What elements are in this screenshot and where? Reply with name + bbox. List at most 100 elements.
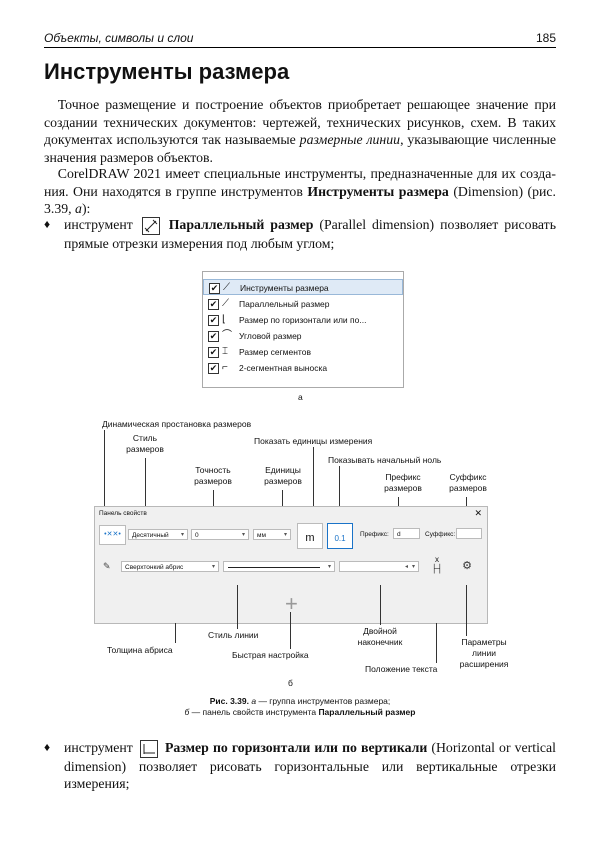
para2-bold: Инструменты размера xyxy=(307,183,449,199)
units-select[interactable]: мм ▾ xyxy=(253,529,291,540)
flyout-item-dimension-tools[interactable]: ✔ ⟋ Инструменты размера xyxy=(203,279,403,295)
flyout-item-horizontal[interactable]: ✔ ⌊ Размер по горизонтали или по... xyxy=(203,312,403,328)
caption-letter-b: б xyxy=(184,707,190,717)
paragraph-coreldraw: CorelDRAW 2021 имеет специальные инструм… xyxy=(44,165,556,218)
leader-line xyxy=(282,490,283,520)
figure-caption-line1: Рис. 3.39. а — группа инструментов разме… xyxy=(0,696,600,707)
double-arrow-select[interactable]: ◂▾ xyxy=(339,561,419,572)
leader-line xyxy=(313,447,314,520)
bullet1-pre: инструмент xyxy=(64,217,133,232)
label-suffix: Суффикс размеров xyxy=(449,472,487,493)
chevron-down-icon: ▾ xyxy=(411,564,415,570)
flyout-item-label: Размер сегментов xyxy=(239,347,311,357)
bullet2-pre: инструмент xyxy=(64,740,133,755)
flyout-item-label: Параллельный размер xyxy=(239,299,330,309)
flyout-item-label: 2-сегментная выноска xyxy=(239,363,328,373)
label-outline-width: Толщина абриса xyxy=(107,645,173,655)
checkbox-icon[interactable]: ✔ xyxy=(208,347,219,358)
para1-emphasis: размерные линии xyxy=(299,132,401,147)
property-bar: Панель свойств ✕ •✕✕• Десятичный▾ 0▾ мм▾… xyxy=(94,506,488,624)
page-number: 185 xyxy=(535,31,556,45)
precision-select[interactable]: 0▾ xyxy=(191,529,249,540)
line-style-select[interactable]: ▾ xyxy=(223,561,335,572)
label-dynamic: Динамическая простановка размеров xyxy=(102,419,252,429)
paragraph-intro: Точное размещение и построение объектов … xyxy=(44,96,556,166)
segment-dim-icon: ⌶ xyxy=(222,346,228,357)
chevron-down-icon: ▾ xyxy=(211,564,215,570)
tool-group-flyout: ✔ ⟋ Инструменты размера ✔ ⟋ Параллельный… xyxy=(202,271,404,388)
flyout-item-parallel[interactable]: ✔ ⟋ Параллельный размер xyxy=(203,296,403,312)
label-extension-params: Параметры линии расширения xyxy=(459,637,509,669)
flyout-item-segment[interactable]: ✔ ⌶ Размер сегментов xyxy=(203,344,403,360)
quick-customize-button[interactable]: + xyxy=(285,591,298,616)
leader-line xyxy=(145,458,146,520)
bullet-mark: ♦ xyxy=(44,740,51,754)
leader-line xyxy=(290,612,291,649)
horizontal-dim-icon xyxy=(139,739,158,758)
style-value: Десятичный xyxy=(132,532,169,539)
leader-line xyxy=(380,585,381,625)
angular-dim-icon: ⌒ xyxy=(222,330,232,341)
header-rule xyxy=(44,47,556,48)
leader-line xyxy=(237,585,238,629)
callout-icon: ⌐ xyxy=(222,362,228,373)
horizontal-dim-icon: ⌊ xyxy=(222,314,226,325)
caption-letter-a: а xyxy=(248,696,257,706)
outline-value: Сверхтонкий абрис xyxy=(125,564,184,571)
dynamic-dimension-button[interactable]: •✕✕• xyxy=(99,525,126,545)
leader-line xyxy=(339,466,340,520)
dimension-style-select[interactable]: Десятичный▾ xyxy=(128,529,188,540)
chevron-down-icon: ▾ xyxy=(241,532,245,538)
checkbox-icon[interactable]: ✔ xyxy=(208,331,219,342)
text-position-button[interactable]: x├┤ xyxy=(425,555,449,577)
fig-a-label: а xyxy=(298,392,303,402)
chevron-down-icon: ▾ xyxy=(283,532,287,538)
label-units: Единицы размеров xyxy=(264,465,302,486)
para2-text: CorelDRAW 2021 имеет специальные инструм… xyxy=(44,166,556,199)
running-header: Объекты, символы и слои 185 xyxy=(44,31,556,49)
bullet-mark: ♦ xyxy=(44,217,51,231)
label-style: Стиль размеров xyxy=(126,433,164,454)
checkbox-icon[interactable]: ✔ xyxy=(208,363,219,374)
section-title: Объекты, символы и слои xyxy=(44,31,194,45)
para1-end: , указывающие числен­ные значения размер… xyxy=(44,132,557,165)
chevron-down-icon: ▾ xyxy=(327,564,331,570)
checkbox-icon[interactable]: ✔ xyxy=(208,299,219,310)
show-units-button[interactable]: m xyxy=(297,523,323,549)
bullet2-bold: Размер по горизонтали или по вертикали xyxy=(164,740,428,755)
leader-line xyxy=(436,623,437,663)
prefix-label: Префикс: xyxy=(360,531,389,538)
bullet2-rest: (Horizontal or vertical dimension) позво… xyxy=(64,740,556,792)
flyout-item-callout[interactable]: ✔ ⌐ 2-сегментная выноска xyxy=(203,360,403,376)
flyout-item-angular[interactable]: ✔ ⌒ Угловой размер xyxy=(203,328,403,344)
figure-caption-line2: б — панель свойств инструмента Параллель… xyxy=(0,707,600,718)
show-leading-zero-button[interactable]: 0.1 xyxy=(327,523,353,549)
bullet1-bold: Параллельный размер xyxy=(168,217,314,232)
bullet-horizontal: ♦ инструмент Размер по горизонтали или п… xyxy=(44,739,556,793)
bullet1-rest: (Parallel dimension) позволяет рисовать … xyxy=(64,217,556,251)
units-value: мм xyxy=(257,532,266,539)
prefix-input[interactable]: d xyxy=(393,528,420,539)
panel-title: Панель свойств xyxy=(99,510,147,517)
leader-line xyxy=(104,430,105,520)
leader-line xyxy=(175,623,176,643)
leading-zero-icon: 0.1 xyxy=(334,534,346,543)
label-quick-customize: Быстрая настройка xyxy=(232,650,309,660)
outline-width-select[interactable]: Сверхтонкий абрис ▾ xyxy=(121,561,219,572)
parallel-dim-icon: ⟋ xyxy=(223,282,230,293)
close-icon[interactable]: ✕ xyxy=(474,508,482,518)
checkbox-icon[interactable]: ✔ xyxy=(208,315,219,326)
caption-number: Рис. 3.39. xyxy=(209,696,249,706)
para2-italic: а xyxy=(75,201,82,216)
caption-text1: — группа инструментов размера; xyxy=(256,696,391,706)
flyout-item-label: Угловой размер xyxy=(239,331,302,341)
flyout-item-label: Размер по горизонтали или по... xyxy=(239,315,367,325)
suffix-input[interactable] xyxy=(456,528,482,539)
extension-line-settings-button[interactable]: ⚙ xyxy=(455,559,479,579)
leader-line xyxy=(466,585,467,636)
para2-text2: (Dimension) (рис. 3.39, xyxy=(44,183,556,217)
checkbox-icon[interactable]: ✔ xyxy=(209,283,220,294)
label-show-zero: Показывать начальный ноль xyxy=(328,455,442,465)
leader-line xyxy=(213,490,214,520)
label-double-arrow: Двойной наконечник xyxy=(357,626,403,647)
